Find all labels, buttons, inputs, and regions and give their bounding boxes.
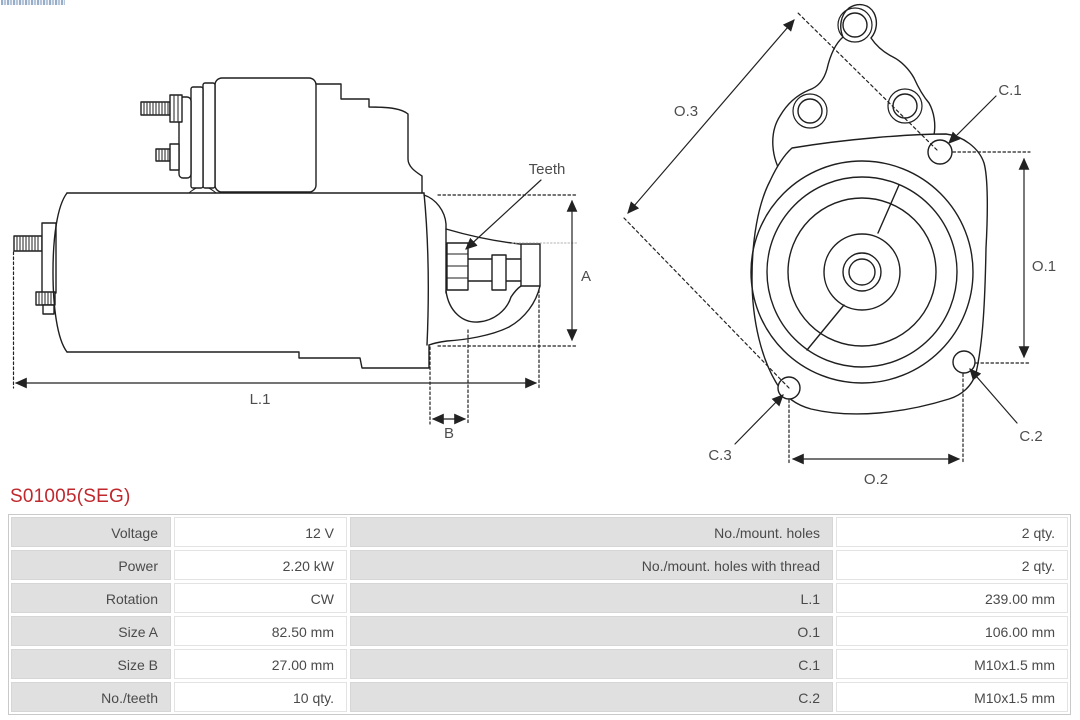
spec-value: 2 qty. bbox=[836, 517, 1068, 547]
left-stud bbox=[13, 222, 57, 315]
hole-c1 bbox=[927, 139, 953, 165]
spec-label: Voltage bbox=[11, 517, 171, 547]
technical-drawings: Teeth A L.1 B bbox=[12, 3, 1056, 488]
table-row: Size B 27.00 mm C.1 M10x1.5 mm bbox=[11, 649, 1068, 679]
spec-label: Rotation bbox=[11, 583, 171, 613]
dim-b-label: B bbox=[444, 425, 454, 442]
mounting-flange bbox=[751, 133, 989, 415]
dim-c3-label: C.3 bbox=[708, 447, 731, 464]
spec-label: Size A bbox=[11, 616, 171, 646]
spec-label: L.1 bbox=[350, 583, 833, 613]
front-view-dimensions bbox=[623, 11, 1031, 465]
dim-l1-label: L.1 bbox=[250, 391, 271, 408]
spec-label: No./mount. holes with thread bbox=[350, 550, 833, 580]
solenoid bbox=[140, 77, 317, 194]
spec-value: 12 V bbox=[174, 517, 347, 547]
spec-label: O.1 bbox=[350, 616, 833, 646]
spec-label: Power bbox=[11, 550, 171, 580]
motor-body bbox=[52, 192, 430, 369]
drive-end-housing bbox=[423, 194, 541, 346]
spec-value: 27.00 mm bbox=[174, 649, 347, 679]
hole-c2 bbox=[952, 350, 976, 374]
side-view-dimensions bbox=[12, 179, 579, 425]
spec-value: M10x1.5 mm bbox=[836, 649, 1068, 679]
spec-value: M10x1.5 mm bbox=[836, 682, 1068, 712]
spec-table: Voltage 12 V No./mount. holes 2 qty. Pow… bbox=[8, 514, 1071, 715]
spec-value: 2 qty. bbox=[836, 550, 1068, 580]
dim-c2-label: C.2 bbox=[1019, 428, 1042, 445]
front-view-drawing: O.3 C.1 O.1 C.3 C.2 O.2 bbox=[623, 3, 1056, 488]
spec-label: No./mount. holes bbox=[350, 517, 833, 547]
spec-value: 2.20 kW bbox=[174, 550, 347, 580]
dim-o2-label: O.2 bbox=[864, 471, 888, 488]
spec-value: 82.50 mm bbox=[174, 616, 347, 646]
side-view-drawing: Teeth A L.1 B bbox=[12, 77, 591, 442]
part-number: S01005(SEG) bbox=[10, 486, 131, 507]
dim-o3-label: O.3 bbox=[674, 103, 698, 120]
dim-o1-label: O.1 bbox=[1032, 258, 1056, 275]
spec-value: 106.00 mm bbox=[836, 616, 1068, 646]
table-row: Voltage 12 V No./mount. holes 2 qty. bbox=[11, 517, 1068, 547]
table-row: No./teeth 10 qty. C.2 M10x1.5 mm bbox=[11, 682, 1068, 712]
teeth-label: Teeth bbox=[529, 161, 566, 178]
spec-value: 239.00 mm bbox=[836, 583, 1068, 613]
spec-label: C.2 bbox=[350, 682, 833, 712]
spec-label: Size B bbox=[11, 649, 171, 679]
spec-value: CW bbox=[174, 583, 347, 613]
table-row: Rotation CW L.1 239.00 mm bbox=[11, 583, 1068, 613]
spec-label: C.1 bbox=[350, 649, 833, 679]
dim-c1-label: C.1 bbox=[998, 82, 1021, 99]
table-row: Power 2.20 kW No./mount. holes with thre… bbox=[11, 550, 1068, 580]
bearing-face-circles bbox=[750, 160, 974, 384]
side-view-labels: Teeth A L.1 B bbox=[250, 161, 591, 442]
dim-a-label: A bbox=[581, 268, 591, 285]
table-row: Size A 82.50 mm O.1 106.00 mm bbox=[11, 616, 1068, 646]
spec-value: 10 qty. bbox=[174, 682, 347, 712]
as-pl-logo bbox=[1, 0, 65, 5]
front-view-labels: O.3 C.1 O.1 C.3 C.2 O.2 bbox=[674, 82, 1056, 488]
stepped-bracket bbox=[315, 83, 423, 194]
spec-label: No./teeth bbox=[11, 682, 171, 712]
